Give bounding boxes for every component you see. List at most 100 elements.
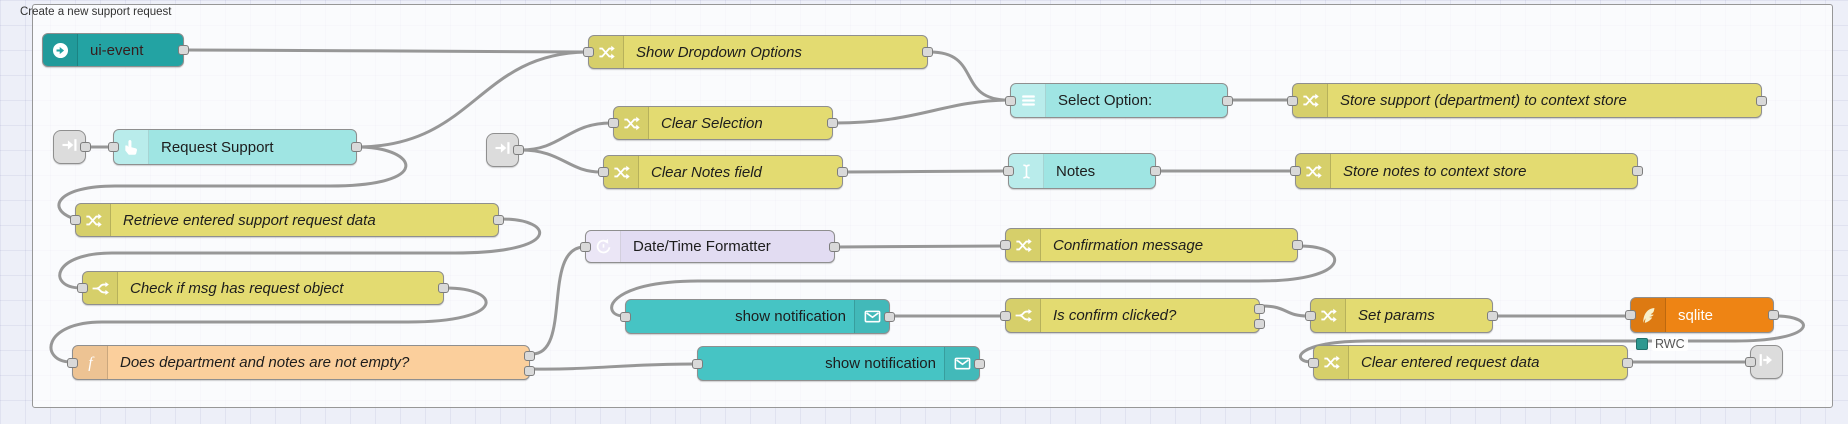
input-port[interactable] <box>1308 357 1319 368</box>
shuffle-icon <box>1293 84 1328 117</box>
output-port[interactable] <box>1487 310 1498 321</box>
output-port[interactable] <box>1768 310 1779 320</box>
wire[interactable] <box>531 362 696 371</box>
output-port[interactable] <box>1622 357 1633 368</box>
node-ui-event[interactable]: ui-event <box>42 33 189 67</box>
input-port[interactable] <box>1745 357 1756 367</box>
node-clear-entered-request-data[interactable]: Clear entered request data <box>1308 345 1633 380</box>
input-port[interactable] <box>580 241 591 252</box>
input-port[interactable] <box>1000 310 1011 321</box>
node-clear-notes-field[interactable]: Clear Notes field <box>598 155 848 189</box>
node-select-option[interactable]: Select Option: <box>1005 83 1233 118</box>
output-port[interactable] <box>493 215 504 225</box>
node-clear-selection[interactable]: Clear Selection <box>608 106 838 140</box>
node-retrieve-request-data[interactable]: Retrieve entered support request data <box>70 203 504 237</box>
input-port[interactable] <box>1625 310 1636 320</box>
wire[interactable] <box>185 48 587 54</box>
input-port[interactable] <box>1000 240 1011 250</box>
node-link-out[interactable] <box>1745 345 1783 379</box>
wire[interactable] <box>359 50 587 149</box>
input-port[interactable] <box>583 47 594 57</box>
wire[interactable] <box>1261 304 1309 318</box>
status-text: RWC <box>1652 337 1688 351</box>
input-port[interactable] <box>70 215 81 225</box>
wire[interactable] <box>531 245 584 356</box>
input-port[interactable] <box>67 357 78 368</box>
node-show-notification-1[interactable]: show notification <box>620 299 895 334</box>
output-port[interactable] <box>1756 95 1767 106</box>
input-port[interactable] <box>1005 95 1016 106</box>
node-is-confirm-clicked[interactable]: Is confirm clicked? <box>1000 298 1265 333</box>
node-does-department-notes-not-empty[interactable]: Does department and notes are not empty? <box>67 345 535 380</box>
wire[interactable] <box>520 121 612 152</box>
node-label: Notes <box>1056 162 1096 180</box>
output-port[interactable] <box>1150 166 1161 176</box>
output-port[interactable] <box>351 142 362 152</box>
wire[interactable] <box>57 145 408 220</box>
wire[interactable] <box>844 169 1007 174</box>
output-port-1[interactable] <box>524 351 535 361</box>
hand-click-icon <box>114 130 149 164</box>
branch-icon <box>83 272 118 304</box>
node-store-support-to-context[interactable]: Store support (department) to context st… <box>1287 83 1767 118</box>
wire[interactable] <box>520 148 602 174</box>
output-port[interactable] <box>829 241 840 252</box>
node-set-params[interactable]: Set params <box>1305 298 1498 333</box>
output-port[interactable] <box>513 145 524 155</box>
output-port[interactable] <box>1632 166 1643 176</box>
input-port[interactable] <box>620 311 631 322</box>
output-port[interactable] <box>974 358 985 369</box>
output-port[interactable] <box>922 47 933 57</box>
output-port[interactable] <box>438 283 449 293</box>
node-show-dropdown-options[interactable]: Show Dropdown Options <box>583 35 933 69</box>
node-store-notes-to-context[interactable]: Store notes to context store <box>1290 153 1643 189</box>
output-port[interactable] <box>1292 240 1303 250</box>
output-port-2[interactable] <box>1254 319 1265 329</box>
wire[interactable] <box>929 50 1009 102</box>
input-port[interactable] <box>598 167 609 177</box>
output-port[interactable] <box>80 142 91 152</box>
wire[interactable] <box>834 98 1009 125</box>
output-port-2[interactable] <box>524 366 535 376</box>
node-label: Retrieve entered support request data <box>123 211 376 229</box>
output-port[interactable] <box>178 45 189 55</box>
node-sqlite[interactable]: sqlite <box>1625 297 1779 333</box>
timer-icon <box>586 231 621 262</box>
node-confirmation-message[interactable]: Confirmation message <box>1000 228 1303 262</box>
wire[interactable] <box>49 286 488 364</box>
menu-list-icon <box>1011 84 1046 117</box>
output-port-1[interactable] <box>1254 304 1265 314</box>
link-out-icon <box>1757 350 1777 374</box>
input-port[interactable] <box>77 283 88 293</box>
node-date-time-formatter[interactable]: Date/Time Formatter <box>580 230 840 263</box>
output-port[interactable] <box>837 167 848 177</box>
input-port[interactable] <box>1287 95 1298 106</box>
node-label: Clear Notes field <box>651 163 762 181</box>
input-port[interactable] <box>608 118 619 128</box>
input-port[interactable] <box>1305 310 1316 321</box>
node-link-in-1[interactable] <box>53 130 91 164</box>
input-port[interactable] <box>692 358 703 369</box>
output-port[interactable] <box>827 118 838 128</box>
function-icon <box>73 346 108 379</box>
input-port[interactable] <box>1290 166 1301 176</box>
node-notes[interactable]: Notes <box>1003 153 1161 189</box>
node-check-msg-request-object[interactable]: Check if msg has request object <box>77 271 449 305</box>
node-show-notification-2[interactable]: show notification <box>692 346 985 381</box>
output-port[interactable] <box>884 311 895 322</box>
wire[interactable] <box>1299 314 1805 364</box>
wire[interactable] <box>836 244 1004 249</box>
input-port[interactable] <box>108 142 119 152</box>
node-label: show notification <box>735 308 846 325</box>
envelope-icon <box>944 347 979 380</box>
wire[interactable] <box>610 244 1337 318</box>
sqlite-status-badge: RWC <box>1636 337 1688 351</box>
node-request-support[interactable]: Request Support <box>108 129 362 165</box>
input-port[interactable] <box>1003 166 1014 176</box>
node-link-in-2[interactable] <box>486 133 524 167</box>
branch-icon <box>1006 299 1041 332</box>
wire[interactable] <box>58 217 541 290</box>
output-port[interactable] <box>1222 95 1233 106</box>
